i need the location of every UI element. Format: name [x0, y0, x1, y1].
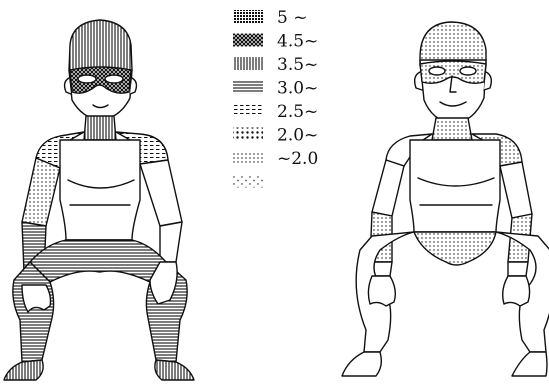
legend-swatch	[233, 151, 263, 164]
legend-swatch	[233, 81, 263, 94]
left-upper-arm-a	[22, 158, 60, 226]
legend-swatch	[233, 104, 263, 117]
right-briefs	[414, 232, 496, 265]
legend-swatch	[233, 34, 263, 47]
legend-label: ~2.0	[277, 149, 318, 169]
left-forearm-b	[160, 222, 182, 262]
left-hair	[69, 20, 132, 70]
left-hand-a	[22, 285, 51, 312]
legend-item: 5 ~	[233, 8, 307, 28]
legend-label: 2.5~	[277, 102, 318, 122]
left-neck	[84, 116, 116, 140]
left-pelvis	[30, 240, 166, 282]
right-hand-a	[368, 276, 395, 306]
legend-item: 3.0~	[233, 79, 318, 99]
legend-label: 3.0~	[277, 79, 318, 99]
legend-item: ~2.0	[233, 149, 318, 169]
legend-item: 2.5~	[233, 102, 318, 122]
legend-swatch	[233, 57, 263, 70]
right-foot-a	[342, 352, 381, 376]
right-upper-arm-a	[372, 160, 404, 216]
legend-item: 4.5~	[233, 32, 318, 52]
legend-swatch	[233, 175, 263, 188]
left-foot-b	[155, 360, 194, 380]
legend: 5 ~ 4.5~ 3.5~ 3.0~ 2.5~ 2.0~ ~2.0	[233, 8, 318, 188]
legend-label: 2.0~	[277, 126, 318, 146]
legend-item	[233, 175, 263, 188]
legend-item: 2.0~	[233, 126, 318, 146]
legend-swatch	[233, 10, 263, 23]
right-foot-b	[512, 352, 547, 376]
right-figure	[342, 22, 549, 376]
legend-swatch	[233, 128, 263, 141]
legend-item: 3.5~	[233, 55, 318, 75]
right-hand-b	[503, 276, 530, 306]
left-torso	[60, 140, 140, 240]
left-figure	[4, 20, 194, 380]
left-foot-a	[4, 360, 43, 380]
right-neck	[432, 118, 472, 140]
legend-label: 4.5~	[277, 32, 318, 52]
left-upper-arm-b	[140, 160, 182, 226]
right-upper-arm-b	[500, 162, 532, 218]
legend-label: 3.5~	[277, 55, 318, 75]
legend-label: 5 ~	[277, 8, 307, 28]
